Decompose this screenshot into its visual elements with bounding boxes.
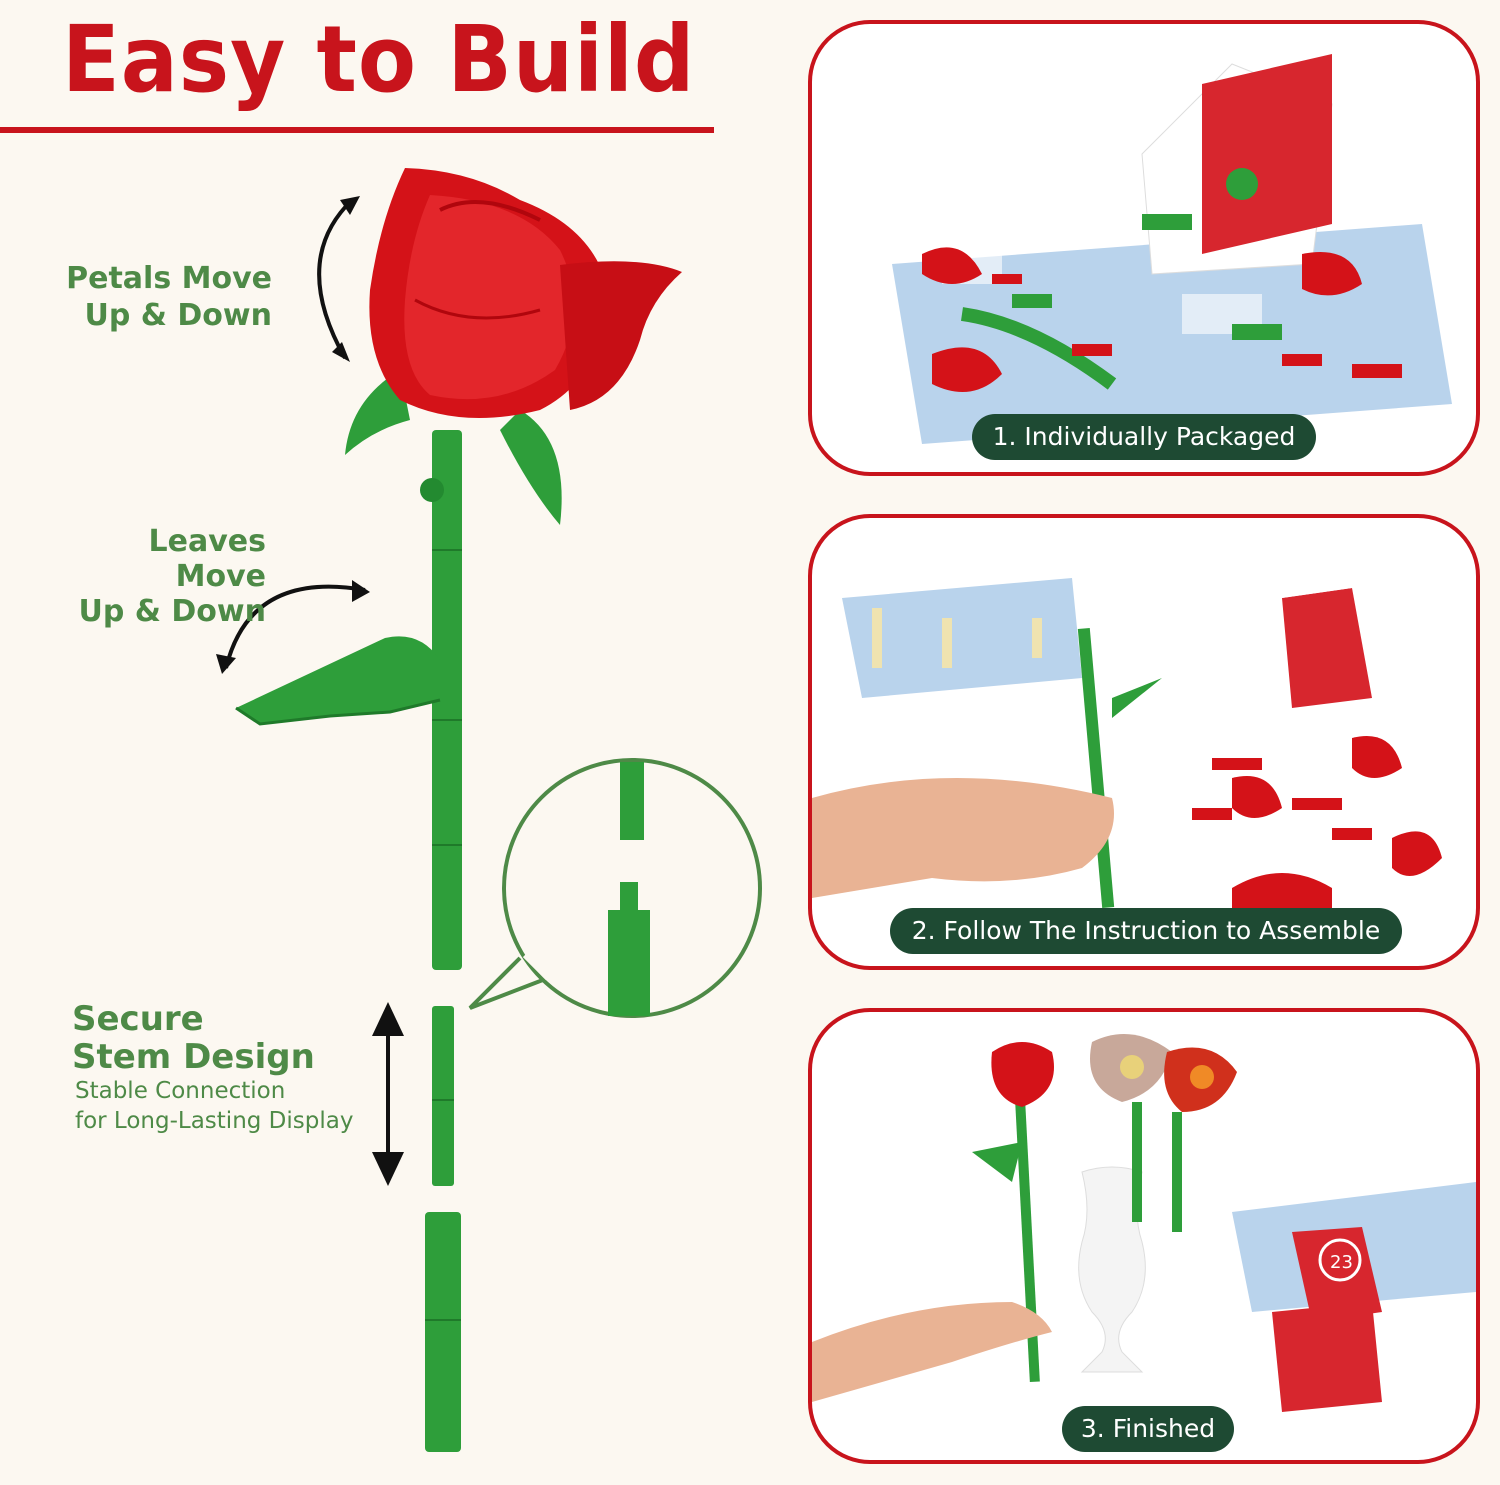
page-title: Easy to Build <box>62 6 696 113</box>
stem-sub-2: for Long-Lasting Display <box>75 1108 354 1134</box>
petal-arrow-icon <box>317 198 354 359</box>
title-underline <box>0 127 714 133</box>
petals-line-2: Up & Down <box>84 298 272 333</box>
petals-feature-label: Petals Move Up & Down <box>60 260 272 334</box>
stem-sub-1: Stable Connection <box>75 1078 286 1104</box>
rose-bloom <box>369 168 682 418</box>
step-3-label: 3. Finished <box>1062 1406 1234 1452</box>
stem-sub-label: Stable Connection for Long-Lasting Displ… <box>75 1076 353 1136</box>
assembly-photo <box>812 548 1442 918</box>
step-panel-3: 23 3. Finished <box>808 1008 1480 1464</box>
stem-joint <box>420 478 444 502</box>
stem-line-1: Secure <box>72 999 204 1039</box>
step-1-label: 1. Individually Packaged <box>972 414 1316 460</box>
stem-arrow-icon <box>372 1002 404 1186</box>
stem-feature-label: Secure Stem Design <box>72 1000 315 1076</box>
sepal-right <box>500 410 562 525</box>
leaves-line-2: Up & Down <box>78 594 266 629</box>
step-panel-1: 1. Individually Packaged <box>808 20 1480 476</box>
finished-bouquet-photo: 23 <box>812 1034 1476 1412</box>
step-2-label: 2. Follow The Instruction to Assemble <box>890 908 1402 954</box>
leaves-feature-label: Leaves Move Up & Down <box>50 524 266 629</box>
leaf-arrow-icon <box>224 584 366 669</box>
petals-line-1: Petals Move <box>66 261 272 296</box>
packaged-parts-photo <box>892 54 1452 444</box>
leaves-line-1: Leaves Move <box>148 524 266 594</box>
stem-zoom-callout <box>468 758 762 1018</box>
side-leaf <box>236 636 440 724</box>
advent-box-number: 23 <box>1330 1252 1353 1273</box>
step-panel-2: 2. Follow The Instruction to Assemble <box>808 514 1480 970</box>
stem-line-2: Stem Design <box>72 1037 315 1077</box>
rose-illustration <box>216 168 762 1452</box>
rose-stem <box>425 430 462 1452</box>
